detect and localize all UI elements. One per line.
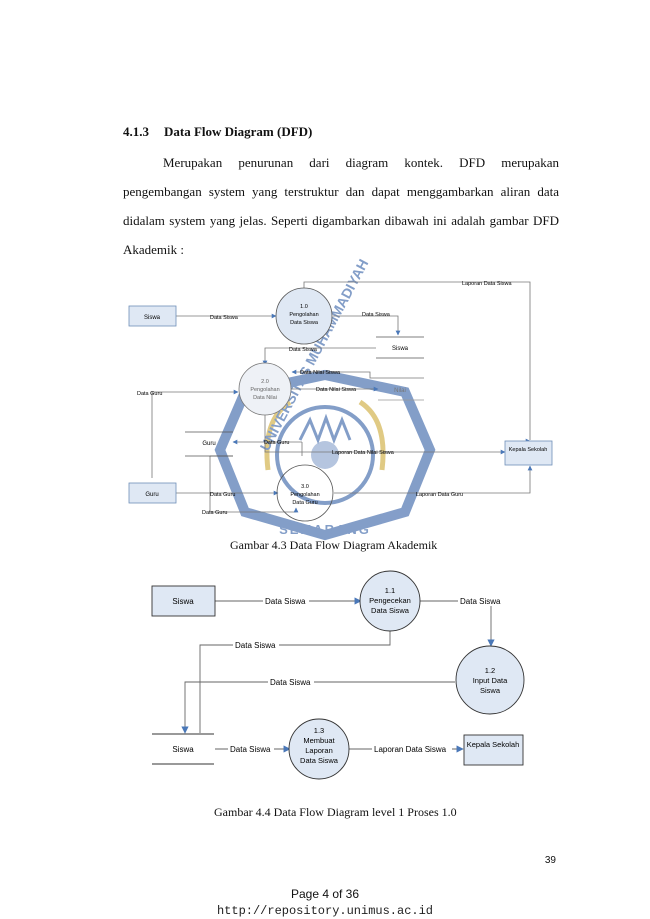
entity-kepala-sekolah bbox=[504, 440, 553, 466]
process-1-3-line: Data Siswa bbox=[300, 756, 339, 765]
process-2-0-line: Pengolahan bbox=[250, 387, 279, 393]
flow-label: Data Nilai Siswa bbox=[300, 370, 341, 376]
entity-siswa-l1 bbox=[151, 585, 216, 617]
flow-label: Laporan Data Guru bbox=[416, 492, 463, 498]
flow-label: Data Siswa bbox=[210, 315, 239, 321]
flow-label: Laporan Data Siswa bbox=[462, 281, 512, 287]
process-1-1-number: 1.1 bbox=[385, 586, 395, 595]
process-1-3-line: Laporan bbox=[305, 746, 333, 755]
section-number: 4.1.3 bbox=[123, 124, 149, 139]
process-1-3-number: 1.3 bbox=[314, 726, 324, 735]
entity-kepala-l1-label: Kepala Sekolah bbox=[467, 740, 520, 749]
process-3-0 bbox=[276, 464, 334, 522]
process-1-0-number: 1.0 bbox=[300, 304, 308, 310]
section-paragraph: Merupakan penurunan dari diagram kontek.… bbox=[123, 148, 559, 264]
flow-label: Data Siswa bbox=[235, 641, 276, 650]
figure1-caption: Gambar 4.3 Data Flow Diagram Akademik bbox=[230, 538, 438, 552]
flow-label: Data Guru bbox=[137, 391, 162, 397]
watermark-text-bottom: SEMARANG bbox=[279, 522, 371, 537]
page-number: 39 bbox=[544, 855, 556, 866]
entity-guru bbox=[128, 482, 177, 504]
flow-label: Data Siswa bbox=[265, 597, 306, 606]
store-guru-label: Guru bbox=[202, 441, 215, 447]
flow-label: Laporan Data Siswa bbox=[374, 745, 447, 754]
process-1-0 bbox=[275, 287, 333, 345]
flow-label: Data Siswa bbox=[362, 312, 391, 318]
watermark-text-left: UNIVERSITAS MUHAMMADIYAH bbox=[257, 256, 372, 453]
figure2-caption: Gambar 4.4 Data Flow Diagram level 1 Pro… bbox=[214, 805, 457, 819]
flow-label: Data Guru bbox=[202, 510, 227, 516]
flow-label: Data Siswa bbox=[230, 745, 271, 754]
process-2-0-line: Data Nilai bbox=[253, 395, 277, 401]
process-1-2 bbox=[455, 645, 525, 715]
paragraph-line: Akademik : bbox=[123, 242, 185, 257]
section-title: Data Flow Diagram (DFD) bbox=[164, 124, 313, 139]
paragraph-line: didalam system yang jelas. Seperti digam… bbox=[123, 213, 559, 228]
process-1-2-line: Input Data bbox=[473, 676, 508, 685]
flow-label: Data Nilai Siswa bbox=[316, 387, 357, 393]
store-siswa-l1-label: Siswa bbox=[172, 745, 194, 754]
section-heading: 4.1.3 Data Flow Diagram (DFD) bbox=[123, 124, 312, 140]
entity-siswa-label: Siswa bbox=[144, 315, 161, 321]
process-3-0-line: Pengolahan bbox=[290, 492, 319, 498]
figure1-flow-labels: Laporan Data Siswa Data Siswa Data Siswa… bbox=[137, 281, 512, 516]
process-1-0-line: Data Siswa bbox=[290, 320, 319, 326]
flow-label: Data Siswa bbox=[460, 597, 501, 606]
process-1-1-line: Data Siswa bbox=[371, 606, 410, 615]
store-nilai-label: Nilai bbox=[394, 388, 406, 394]
flow-label: Data Siswa bbox=[289, 347, 318, 353]
process-2-0-number: 2.0 bbox=[261, 379, 269, 385]
process-1-1 bbox=[359, 570, 421, 632]
process-2-0 bbox=[238, 362, 292, 416]
process-3-0-line: Data Guru bbox=[292, 500, 317, 506]
process-1-2-number: 1.2 bbox=[485, 666, 495, 675]
entity-guru-label: Guru bbox=[145, 492, 158, 498]
figure2-diagram: Siswa Kepala Sekolah 1.1 Pengecekan Data… bbox=[151, 570, 525, 780]
process-1-1-line: Pengecekan bbox=[369, 596, 411, 605]
store-siswa-label: Siswa bbox=[392, 346, 409, 352]
paragraph-line: Merupakan penurunan dari diagram kontek.… bbox=[163, 155, 559, 170]
figure2-flow-labels: Data Siswa Data Siswa Data Siswa Data Si… bbox=[228, 595, 504, 754]
footer-page-label: Page 4 of 36 bbox=[290, 887, 360, 901]
process-1-3 bbox=[288, 718, 350, 780]
flow-label: Laporan Data Nilai Siswa bbox=[332, 450, 395, 456]
process-1-2-line: Siswa bbox=[480, 686, 501, 695]
process-3-0-number: 3.0 bbox=[301, 484, 309, 490]
process-1-0-line: Pengolahan bbox=[289, 312, 318, 318]
entity-kepala-label: Kepala Sekolah bbox=[509, 447, 548, 453]
entity-siswa-l1-label: Siswa bbox=[172, 597, 194, 606]
entity-kepala-l1 bbox=[463, 734, 524, 766]
figure1-diagram: UNIVERSITAS MUHAMMADIYAH SEMARANG bbox=[128, 256, 553, 541]
flow-label: Data Siswa bbox=[270, 678, 311, 687]
entity-siswa bbox=[128, 305, 177, 327]
flow-label: Data Guru bbox=[210, 492, 235, 498]
flow-label: Data Guru bbox=[264, 440, 289, 446]
footer-url[interactable]: http://repository.unimus.ac.id bbox=[216, 904, 434, 918]
paragraph-line: pengembangan system yang terstruktur dan… bbox=[123, 184, 559, 199]
process-1-3-line: Membuat bbox=[303, 736, 335, 745]
